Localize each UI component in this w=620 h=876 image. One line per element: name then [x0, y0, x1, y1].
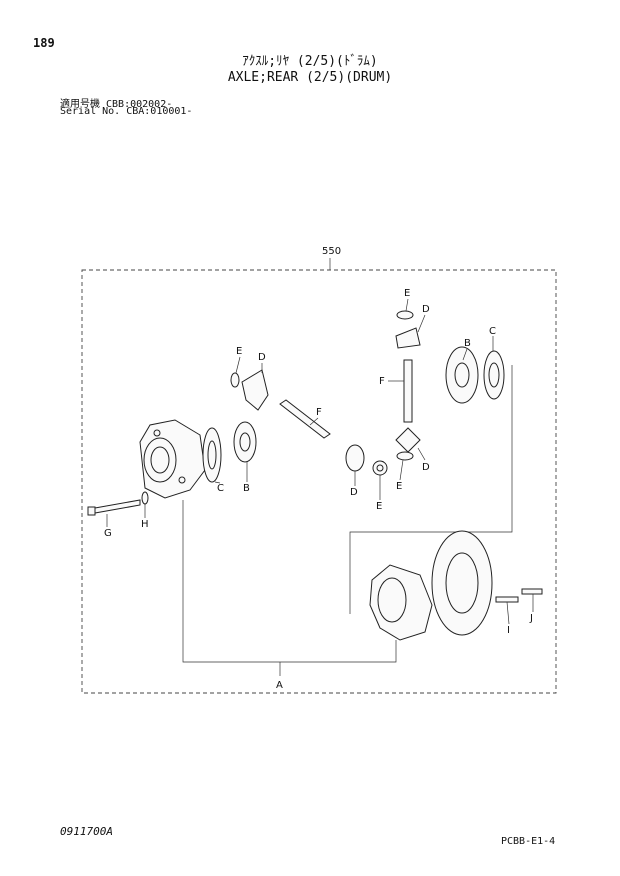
label-e-upper-left: E [236, 346, 242, 357]
label-c-right: C [489, 326, 496, 337]
differential-case-right [369, 564, 433, 641]
drawing-code: 0911700A [60, 825, 113, 838]
bolt-g [87, 499, 141, 516]
pinion-shaft-f-left [279, 399, 331, 439]
pinion-shaft-f-vertical [403, 359, 413, 423]
page-title: AXLE;REAR (2/5)(DRUM) [227, 70, 393, 85]
label-d-center: D [350, 487, 358, 498]
washer-e-upper [230, 372, 240, 388]
assembly-boundary [81, 269, 557, 694]
page-number: 189 [33, 36, 55, 50]
label-d-top: D [422, 304, 430, 315]
label-f-vertical: F [379, 376, 385, 387]
washer-e-center [372, 460, 388, 476]
label-b-right: B [464, 338, 471, 349]
washer-e-top [396, 310, 414, 320]
pinion-gear-d-center [345, 444, 365, 472]
label-d-lower: D [422, 462, 430, 473]
assembly-label: 550 [322, 246, 341, 257]
label-a: A [276, 680, 283, 691]
serial-range-japanese: 適用号機 CBB:002002- [60, 99, 173, 110]
label-d-upper-left: D [258, 352, 266, 363]
pinion-gear-d-lower [395, 427, 421, 453]
pinion-gear-d-top [395, 327, 421, 349]
label-h: H [141, 519, 149, 530]
label-e-center: E [376, 501, 382, 512]
pin-i [495, 596, 519, 603]
washer-h [141, 491, 149, 505]
label-c-left: C [217, 483, 224, 494]
washer-e-lower [396, 451, 414, 461]
label-j: J [529, 613, 533, 624]
page-code: PCBB-E1-4 [501, 836, 556, 847]
ring-gear [431, 530, 493, 636]
side-gear-b-left [233, 421, 257, 463]
label-g: G [104, 528, 112, 539]
label-i: I [507, 625, 510, 636]
page-title-japanese: ｱｸｽﾙ;ﾘﾔ (2/5)(ﾄﾞﾗﾑ) [242, 54, 378, 69]
thrust-washer-c-left [202, 427, 222, 483]
pin-j [521, 588, 543, 595]
side-gear-b-right [445, 346, 479, 404]
label-b-left: B [243, 483, 250, 494]
differential-case-left [139, 419, 206, 499]
label-e-top: E [404, 288, 410, 299]
thrust-washer-c-right [483, 350, 505, 400]
serial-range: Serial No. CBA:010001- [60, 106, 193, 117]
label-e-lower: E [396, 481, 402, 492]
label-f-left: F [316, 407, 322, 418]
pinion-gear-d-upper [241, 369, 269, 411]
